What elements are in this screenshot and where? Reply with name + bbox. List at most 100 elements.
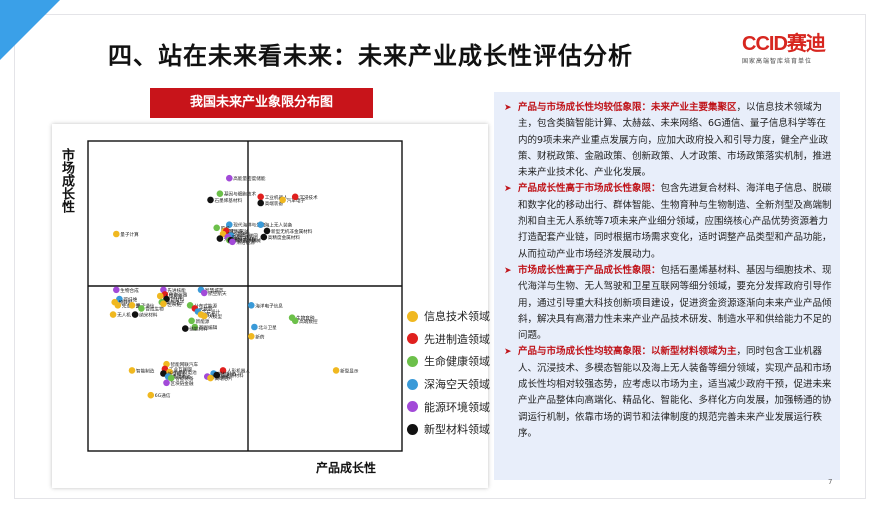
legend-item: 信息技术领域: [407, 305, 490, 328]
point-label: 高端芯片: [215, 375, 234, 382]
paragraph-highlight: 以新型材料领域为主: [651, 346, 737, 358]
scatter-point: [213, 371, 220, 379]
y-axis-label: 市场成长性: [59, 148, 74, 213]
paragraph-body: 包含先进复合材料、海洋电子信息、脱碳和数字化的移动出行、群体智能、生物育种与生物…: [518, 183, 832, 260]
scatter-point: [279, 196, 287, 204]
scatter-point: [200, 312, 208, 320]
legend-dot-icon: [407, 401, 418, 413]
point-label: 人工智能: [164, 293, 183, 300]
point-label: 物联网: [119, 299, 133, 306]
paragraph-quadrant-product-high: ➤ 产品成长性高于市场成长性象限：包含先进复合材料、海洋电子信息、脱碳和数字化的…: [494, 181, 840, 262]
scatter-point: [257, 221, 265, 228]
paragraph-quadrant-low-low: ➤ 产品与市场成长性均较低象限：未来产业主要集聚区，以信息技术领域为主，包含类脑…: [494, 100, 840, 181]
legend-label: 深海空天领域: [424, 378, 490, 392]
scatter-point: [113, 286, 120, 294]
point-label: 海上无人装备: [265, 222, 293, 229]
legend-label: 先进制造领域: [424, 332, 490, 346]
scatter-point: [207, 374, 214, 382]
scatter-point: [257, 193, 265, 201]
point-label: 量子计算: [120, 231, 139, 238]
point-label: 新能源: [196, 318, 210, 325]
legend-label: 信息技术领域: [424, 310, 490, 324]
legend: 信息技术领域 先进制造领域 生命健康领域 深海空天领域 能源环境领域 新型材料领…: [407, 305, 490, 441]
scatter-point: [200, 289, 208, 297]
legend-label: 新型材料领域: [424, 423, 490, 437]
point-label: 前沿新材料: [221, 372, 244, 379]
point-label: 大模型: [208, 313, 222, 320]
point-label: 合成生物: [145, 305, 164, 312]
analysis-text-panel: ➤ 产品与市场成长性均较低象限：未来产业主要集聚区，以信息技术领域为主，包含类脑…: [494, 92, 840, 480]
scatter-point: [113, 230, 120, 238]
point-label: 超高速通信: [227, 231, 250, 238]
scatter-point: [248, 333, 255, 340]
point-label: 氢燃料电池: [174, 369, 197, 376]
legend-item: 先进制造领域: [407, 328, 490, 351]
point-label: 新型显示: [340, 367, 359, 374]
legend-label: 生命健康领域: [424, 355, 490, 369]
point-label: 清洁能源: [236, 239, 255, 246]
scatter-point: [109, 311, 117, 318]
scatter-point: [219, 367, 227, 374]
scatter-point: [128, 367, 136, 374]
logo-subtext: 国家高端智库培育单位: [742, 58, 813, 65]
ccid-logo: CCID赛迪 国家高端智库培育单位: [742, 34, 846, 68]
point-label: 新型无机非金属材料: [271, 228, 313, 235]
scatter-point: [114, 302, 122, 309]
point-label: 氢能: [232, 234, 242, 241]
scatter-point: [167, 374, 175, 382]
scatter-point: [248, 302, 255, 309]
scatter-point: [182, 325, 189, 332]
point-label: 工业互联网: [169, 366, 192, 373]
legend-dot-icon: [407, 355, 418, 367]
paragraph-body: ，以信息技术领域为主，包含类脑智能计算、太赫兹、未来网络、6G通信、量子信息科学…: [518, 102, 832, 179]
point-label: 智能制造: [136, 367, 155, 374]
point-label: 新型储能: [211, 374, 230, 381]
legend-dot-icon: [407, 310, 418, 322]
paragraph-body: ，同时包含工业机器人、沉浸技术、多模态智能以及海上无人装备等细分领域，实现产品和…: [518, 346, 832, 439]
point-label: 精密仪器: [169, 291, 188, 298]
point-label: 大数据: [199, 305, 213, 312]
scatter-point: [229, 238, 236, 246]
scatter-point: [188, 317, 195, 325]
legend-item: 新型材料领域: [407, 418, 490, 441]
scatter-point: [163, 295, 170, 303]
point-label: 纳米材料: [139, 312, 158, 319]
scatter-point: [226, 221, 233, 228]
point-label: 智能网联汽车: [171, 361, 199, 368]
scatter-point: [216, 235, 224, 242]
point-label: 碳纤维: [123, 296, 137, 303]
point-label: 区块链: [167, 301, 181, 308]
point-label: 人形机器人: [227, 367, 250, 374]
paragraph-quadrant-market-high: ➤ 市场成长性高于产品成长性象限：包括石墨烯基材料、基因与细胞技术、现代海洋与生…: [494, 263, 840, 344]
scatter-point: [291, 317, 299, 325]
point-label: 高精度金属材料: [268, 234, 301, 241]
point-label: 分布式能源: [194, 302, 217, 309]
point-label: 无人机: [117, 312, 131, 319]
legend-item: 生命健康领域: [407, 350, 490, 373]
legend-dot-icon: [407, 378, 418, 390]
paragraph-lead: 市场成长性高于产品成长性象限：: [518, 264, 661, 276]
scatter-point: [257, 199, 265, 207]
point-label: 新材料: [171, 296, 185, 303]
point-label: 工业机器人: [265, 194, 288, 201]
scatter-point: [138, 305, 145, 312]
point-label: 生物育种: [296, 315, 315, 322]
point-label: 柔性电子: [166, 299, 185, 306]
page-number: 7: [828, 478, 833, 486]
scatter-points: 高能量密度储能基因与细胞技术石墨烯基材料现代海洋与生物脑机服务器无人驾驶超高速通…: [109, 174, 359, 399]
point-label: 智能装备: [175, 375, 194, 382]
point-label: 集成电路: [172, 374, 191, 381]
point-label: 基因编辑: [199, 324, 218, 331]
paragraph-lead: 产品与市场成长性均较低象限：: [518, 102, 652, 113]
point-label: 高能量密度储能: [233, 175, 266, 182]
point-label: 现代海洋与生物: [233, 222, 266, 229]
point-label: 量子通信: [136, 302, 155, 309]
point-label: 石墨烯基材料: [215, 197, 243, 204]
paragraph-highlight: 未来产业主要集聚区: [651, 102, 737, 113]
point-label: 先进高分子材料: [224, 236, 257, 243]
scatter-point: [260, 233, 268, 241]
legend-dot-icon: [407, 423, 418, 435]
point-label: 服务器: [229, 228, 243, 235]
point-label: 生物合成: [120, 287, 139, 294]
